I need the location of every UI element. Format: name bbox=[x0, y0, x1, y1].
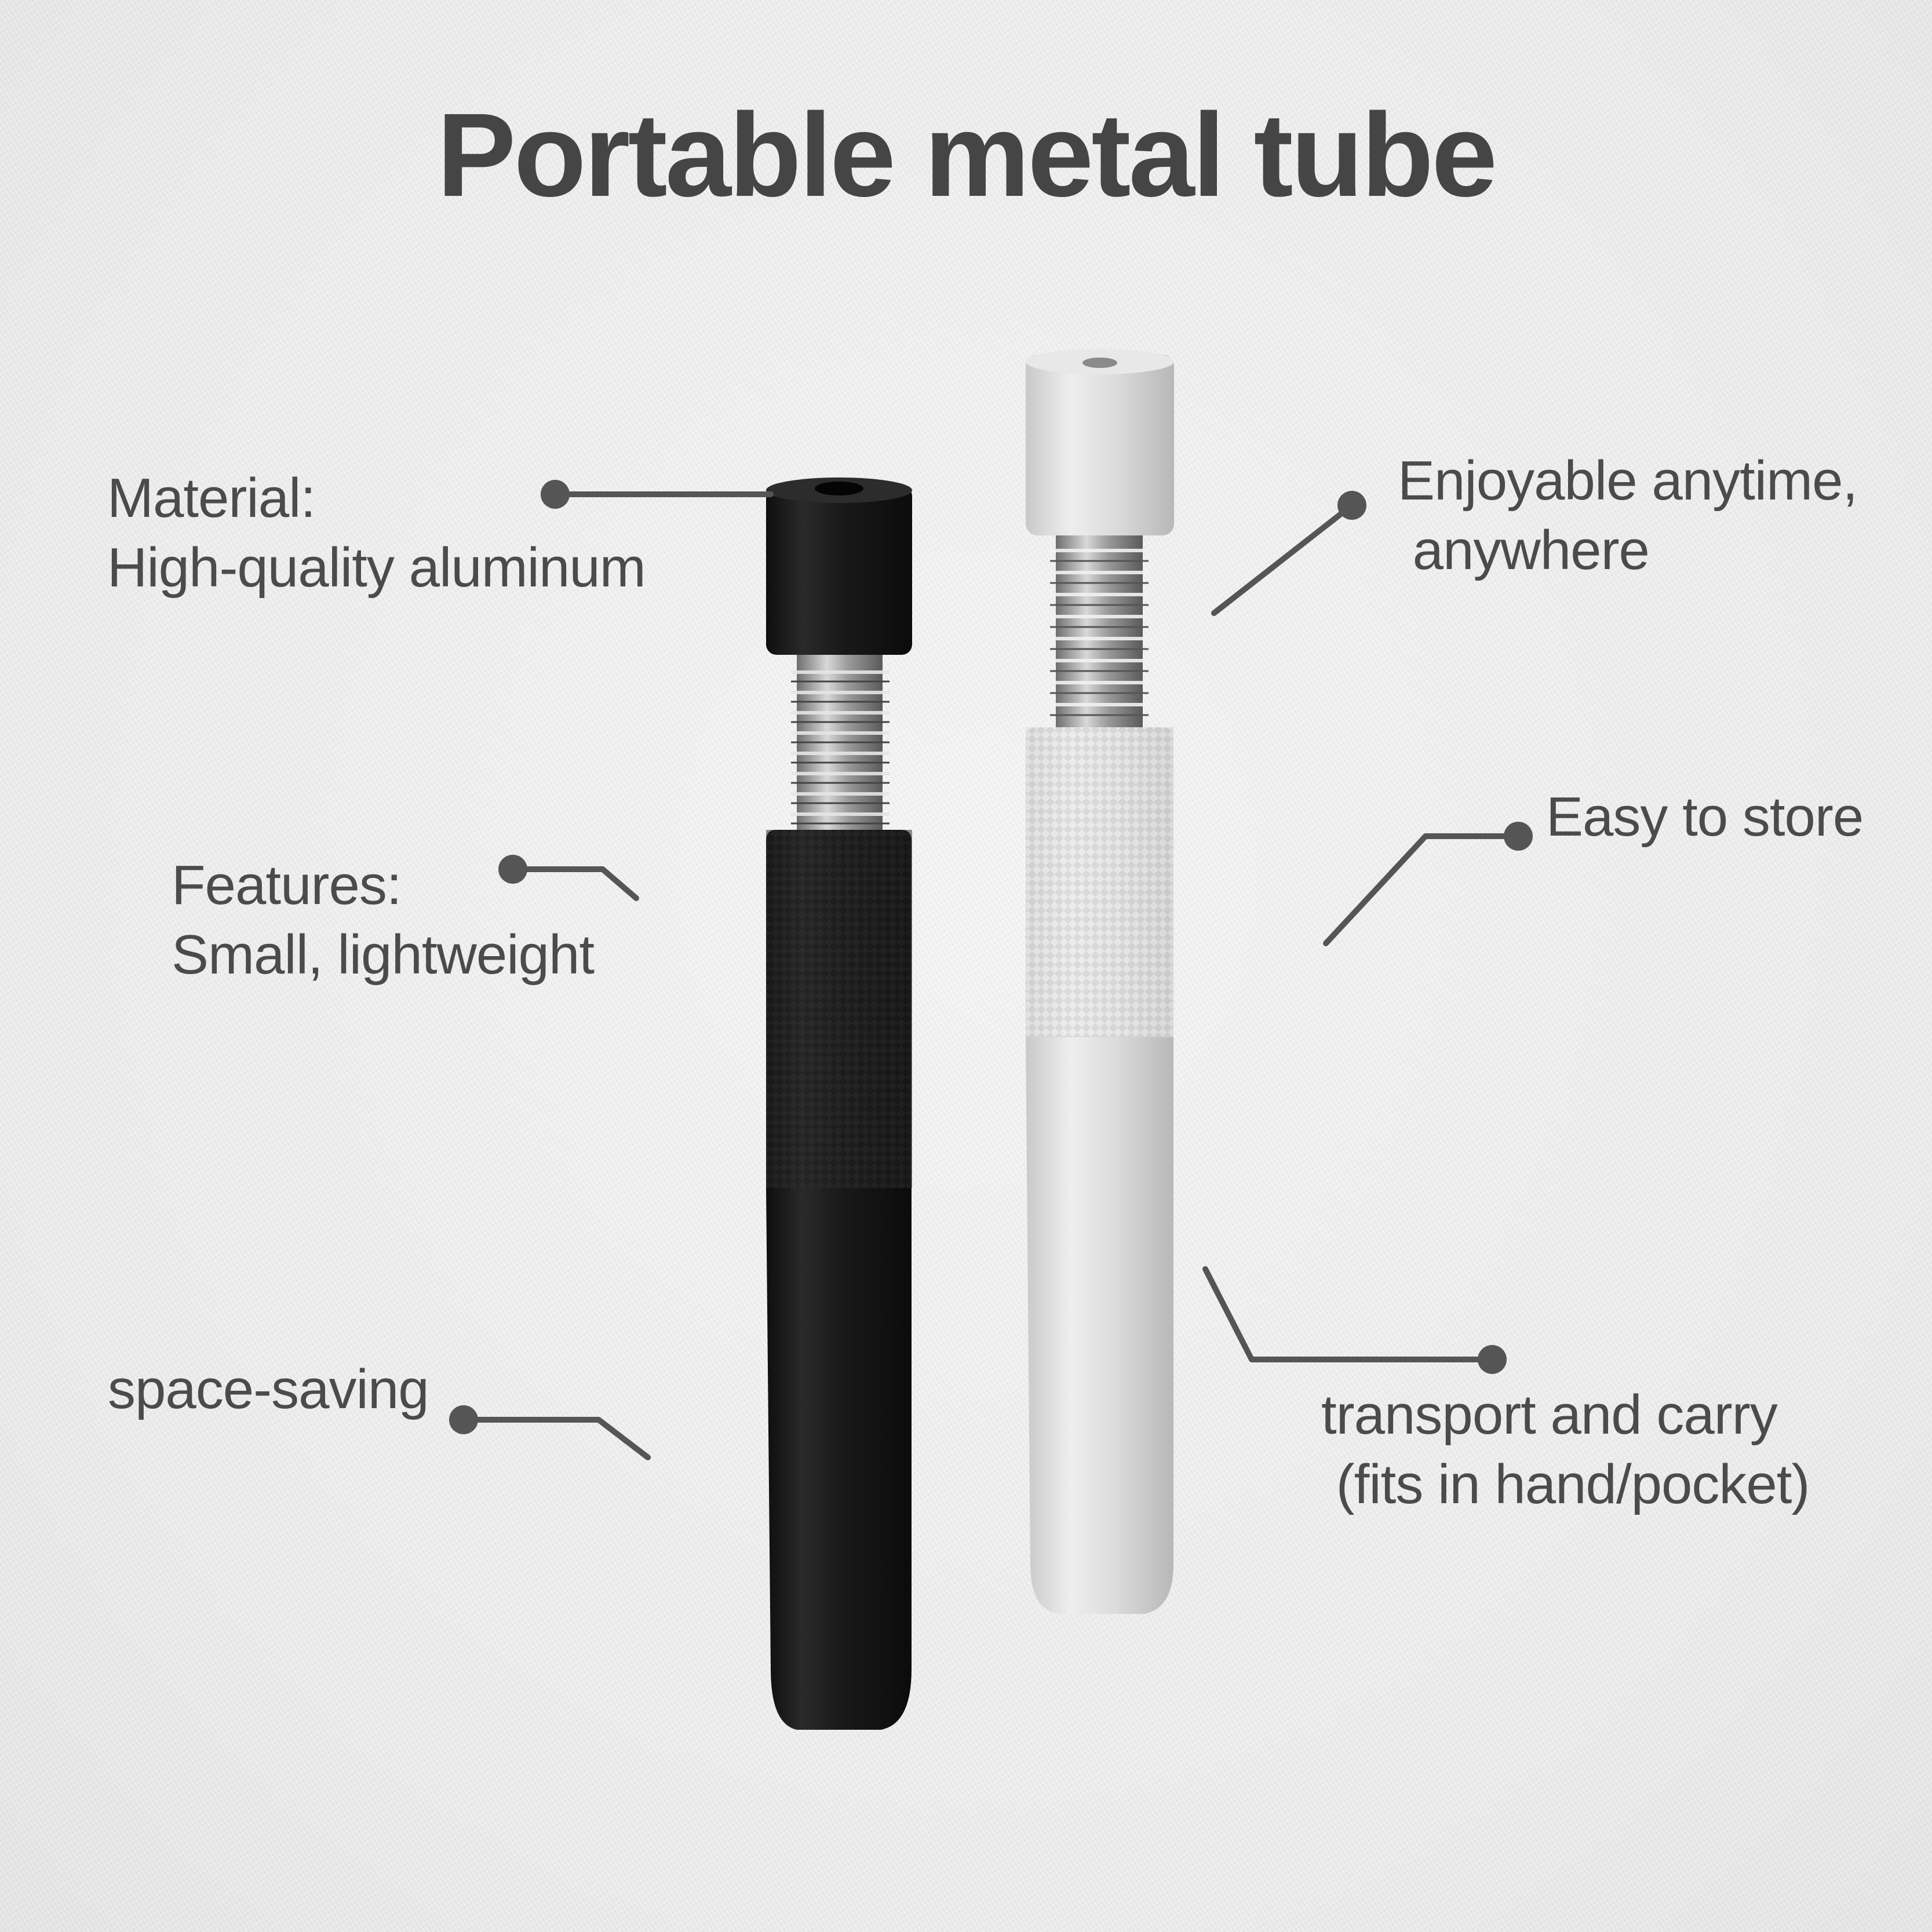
enjoyable-dot-icon bbox=[1337, 491, 1366, 520]
features-leader-line bbox=[510, 866, 639, 901]
easy-store-leader-line bbox=[1323, 833, 1521, 946]
callout-transport-line1: transport and carry bbox=[1321, 1384, 1778, 1446]
page-title: Portable metal tube bbox=[436, 89, 1497, 221]
callout-easy-store: Easy to store bbox=[1546, 782, 1864, 852]
callout-transport-line2: (fits in hand/pocket) bbox=[1321, 1453, 1810, 1515]
callout-transport: transport and carry (fits in hand/pocket… bbox=[1321, 1380, 1810, 1519]
transport-dot-icon bbox=[1478, 1345, 1507, 1374]
callout-enjoyable: Enjoyable anytime, anywhere bbox=[1398, 446, 1858, 585]
callout-space-saving-text: space-saving bbox=[108, 1358, 429, 1420]
black-tube bbox=[766, 477, 912, 1730]
callout-features: Features: Small, lightweight bbox=[172, 851, 595, 990]
callout-easy-store-text: Easy to store bbox=[1546, 786, 1864, 848]
callout-features-value: Small, lightweight bbox=[172, 924, 595, 986]
callout-space-saving: space-saving bbox=[108, 1355, 429, 1424]
callout-enjoyable-line1: Enjoyable anytime, bbox=[1398, 450, 1858, 512]
features-dot-icon bbox=[498, 855, 527, 884]
callout-material-heading: Material: bbox=[107, 467, 316, 529]
callout-enjoyable-line2: anywhere bbox=[1398, 519, 1650, 581]
transport-leader-line bbox=[1202, 1266, 1495, 1362]
enjoyable-leader-line bbox=[1211, 502, 1355, 616]
easy-store-dot-icon bbox=[1504, 822, 1533, 851]
silver-tube bbox=[1026, 349, 1174, 1614]
space-saving-leader-line bbox=[461, 1417, 651, 1460]
space-saving-dot-icon bbox=[449, 1405, 478, 1434]
callout-features-heading: Features: bbox=[172, 854, 402, 916]
callout-material-value: High-quality aluminum bbox=[107, 537, 646, 599]
callout-material: Material: High-quality aluminum bbox=[107, 464, 646, 603]
material-dot-icon bbox=[541, 480, 570, 509]
